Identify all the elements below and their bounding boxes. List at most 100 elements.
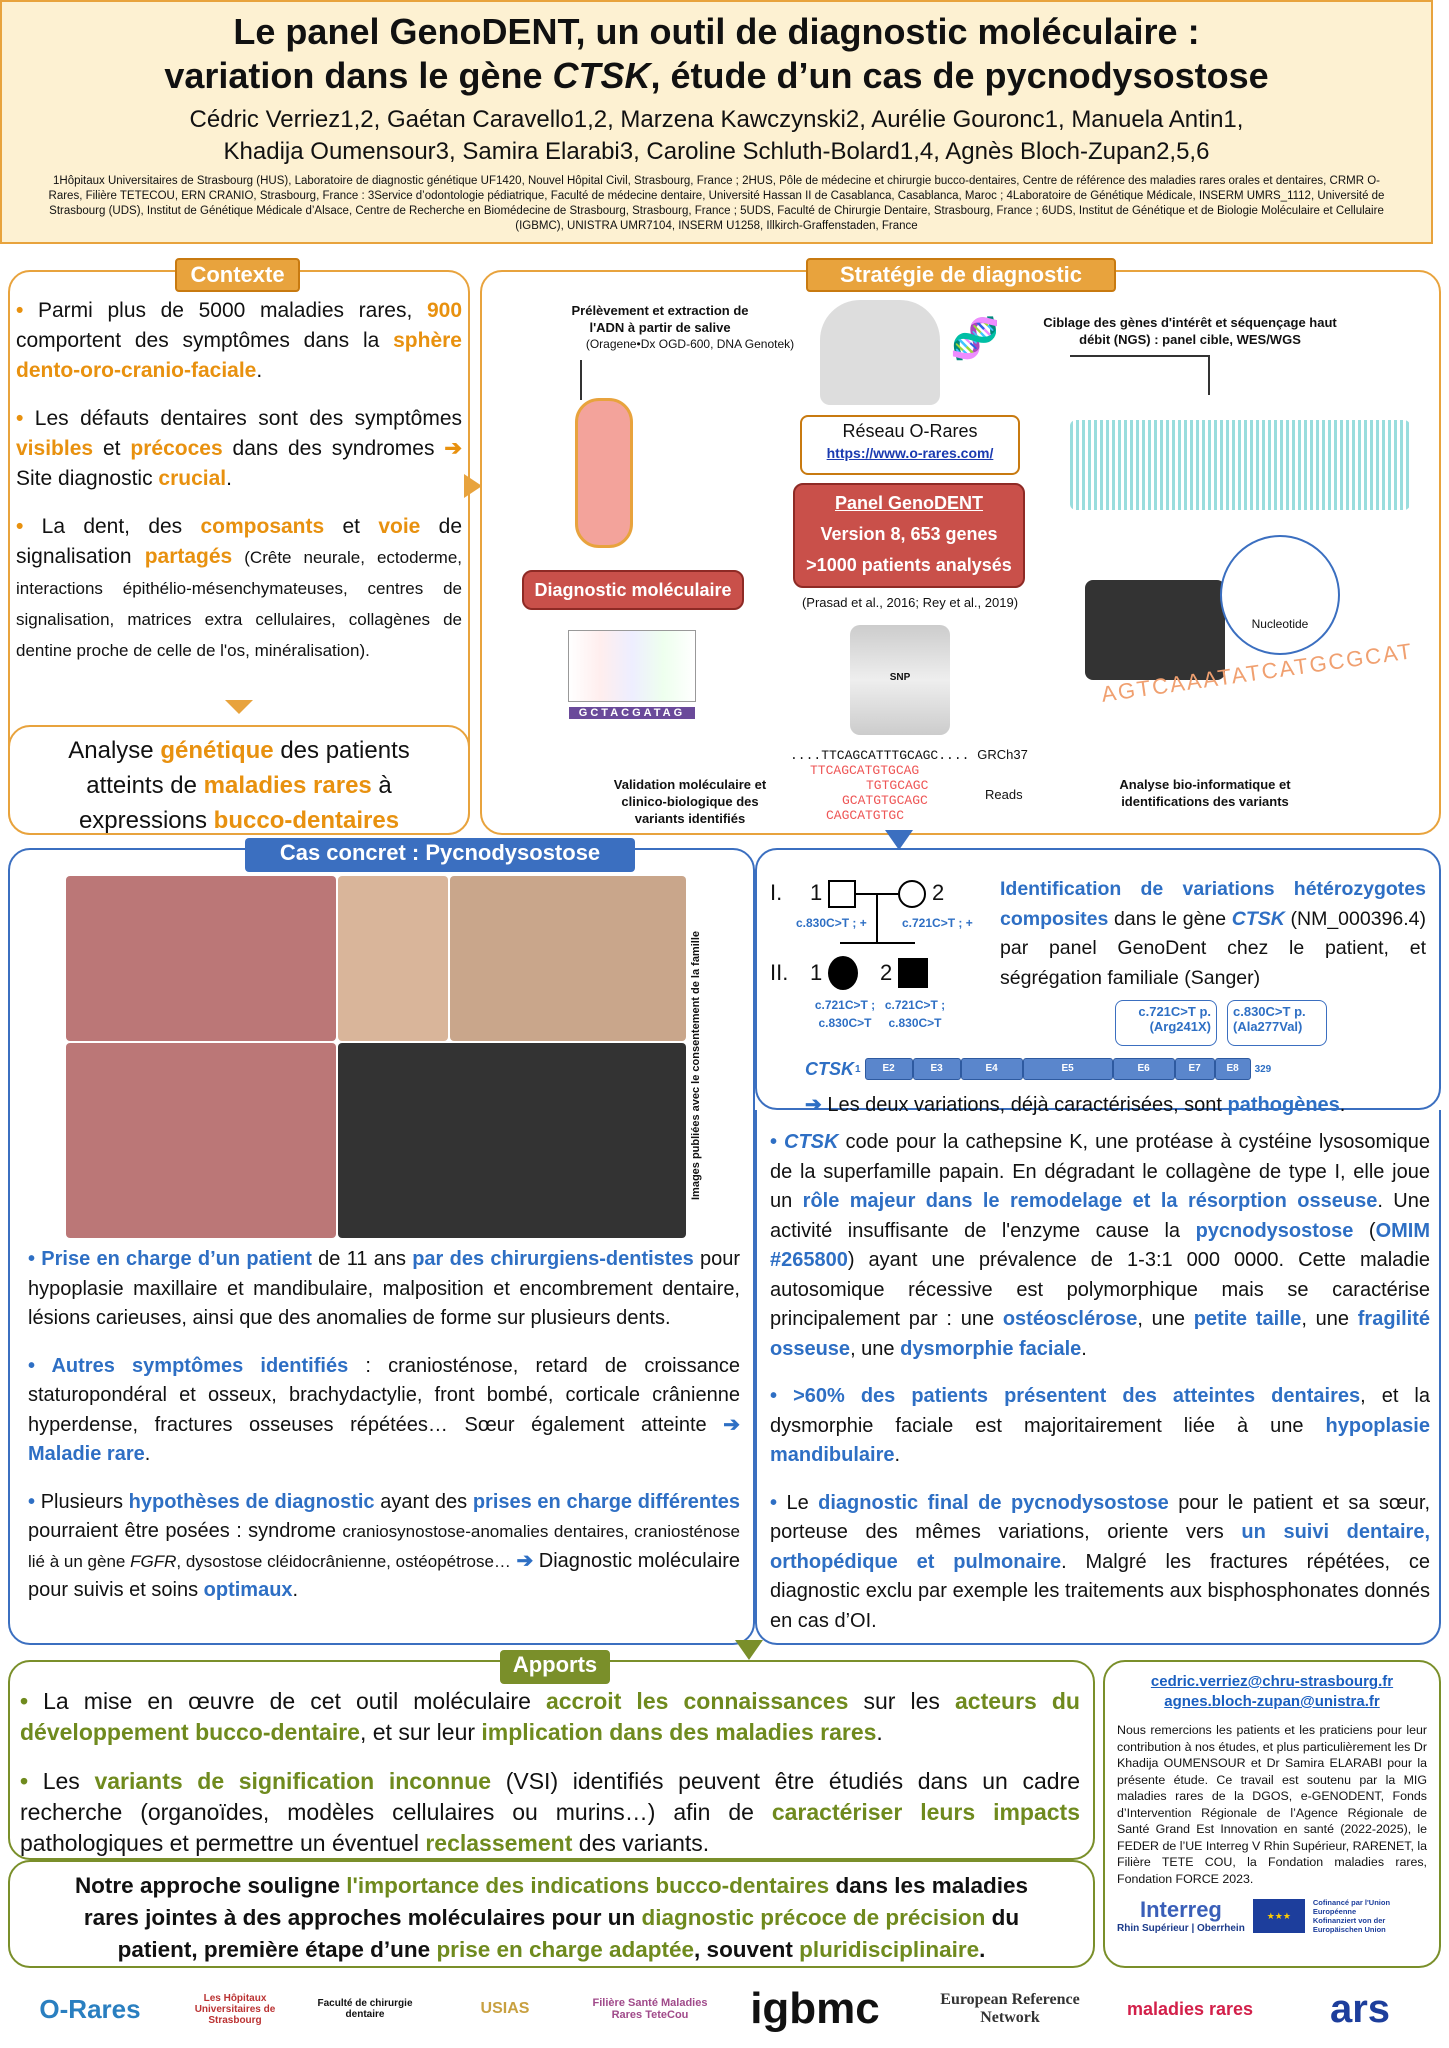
logo-igbmc: igbmc — [750, 1984, 880, 2033]
text-segment: hypoplasie mandibulaire — [770, 1414, 1430, 1467]
exon-e7: E7 — [1174, 1058, 1215, 1080]
paragraph: Notre approche souligne l'importance des… — [50, 1870, 1053, 1966]
gene-label: CTSK — [805, 1058, 854, 1079]
text-segment: fragilité osseuse — [770, 1308, 1431, 1360]
text-segment: . — [894, 1444, 901, 1466]
text-segment: : craniosténose, retard de croissance st… — [28, 1354, 740, 1436]
female-affected-icon — [828, 956, 858, 990]
text-segment: acteurs du développement bucco-dentaire — [20, 1688, 1080, 1745]
text-segment: accroit les connaissances — [545, 1688, 849, 1714]
text-segment: pathologiques et permettre un éventuel — [20, 1830, 426, 1856]
text-segment: ➔ — [510, 1549, 534, 1572]
generation-label: II. — [770, 960, 789, 985]
text-segment: pourraient être posées : syndrome — [28, 1520, 343, 1542]
paragraph: • Les variants de signification inconnue… — [20, 1766, 1080, 1859]
paragraph: • Prise en charge d’un patient de 11 ans… — [28, 1245, 740, 1334]
text-segment: (VSI) identifiés peuvent être étudiés da… — [20, 1768, 1080, 1825]
text-segment: diagnostic précoce de précision — [641, 1905, 986, 1930]
text-segment: Les défauts dentaires sont des symptômes — [34, 407, 463, 430]
text-segment: des variants. — [572, 1830, 710, 1856]
text-segment: implication dans des maladies rares — [481, 1719, 877, 1745]
text-segment: sur les — [848, 1688, 955, 1714]
text-segment: ayant des — [374, 1490, 473, 1513]
text-segment: . — [876, 1719, 883, 1745]
text-segment: crucial — [158, 467, 227, 490]
reads-label: Reads — [985, 787, 1023, 802]
logo-maladies-rares: maladies rares — [1126, 1998, 1254, 2019]
text-segment: partagés — [144, 545, 233, 568]
panel-title: Panel GenoDENT — [834, 493, 984, 513]
patient-face-photo — [338, 876, 448, 1041]
text-segment: . — [979, 1937, 986, 1962]
text-segment: , dysostose cléidocrânienne, ostéopétros… — [176, 1551, 511, 1571]
text-segment: par des chirurgiens-dentistes — [412, 1248, 694, 1270]
text-segment: dans le gène — [1108, 907, 1232, 930]
paragraph: • Parmi plus de 5000 maladies rares, 900… — [16, 296, 462, 386]
discussion-text: • CTSK code pour la cathepsine K, une pr… — [770, 1128, 1430, 1654]
text-segment: code pour la cathepsine K, une protéase … — [770, 1131, 1430, 1212]
title-gene: CTSK — [552, 55, 651, 96]
text-segment: pour hypoplasie maxillaire et mandibulai… — [28, 1248, 740, 1329]
text-segment: . — [292, 1579, 299, 1601]
snp-label: SNP — [889, 672, 911, 683]
text-segment: variants de signification inconnue — [94, 1768, 492, 1794]
text-segment: petite taille — [1193, 1308, 1302, 1330]
authors-line: Khadija Oumensour3, Samira Elarabi3, Car… — [223, 138, 1210, 165]
paragraph: ➔ Les deux variations, déjà caractérisée… — [805, 1090, 1425, 1120]
saliva-sampling-illustration — [820, 300, 940, 405]
panel-patients: >1000 patients analysés — [806, 555, 1012, 575]
bullet-icon: • — [20, 1688, 44, 1714]
text-segment: Notre approche souligne — [74, 1873, 347, 1898]
read: GCATGTGCAGC — [842, 793, 928, 808]
logo-ern: European Reference Network — [940, 1991, 1080, 2026]
email-link-2[interactable]: agnes.bloch-zupan@unistra.fr — [1164, 1693, 1380, 1710]
bullet-icon: • — [770, 1385, 794, 1407]
paragraph: • La mise en œuvre de cet outil molécula… — [20, 1686, 1080, 1748]
paragraph: • Le diagnostic final de pycnodysostose … — [770, 1489, 1430, 1637]
text-segment: . — [144, 1443, 151, 1465]
text-segment: sphère dento-oro-cranio-faciale — [16, 329, 462, 382]
text-segment: Parmi plus de 5000 maladies rares, — [38, 299, 427, 322]
genotype: c.721C>T ; c.830C>T — [814, 998, 876, 1030]
cas-text: • Prise en charge d’un patient de 11 ans… — [28, 1245, 740, 1624]
interreg-text: Interreg — [1139, 1897, 1222, 1922]
exon-e8: E8 — [1214, 1058, 1251, 1080]
text-segment: La mise en œuvre de cet outil moléculair… — [43, 1688, 546, 1714]
text-segment: , et la dysmorphie faciale est majoritai… — [770, 1385, 1430, 1437]
bullet-icon: • — [770, 1491, 787, 1514]
flow-arrow — [1070, 355, 1210, 357]
text-segment: CTSK — [1231, 907, 1285, 930]
text-segment: Plusieurs — [40, 1490, 129, 1513]
bullet-icon: • — [28, 1248, 42, 1270]
sanger-bases: GCTACGATAG — [569, 707, 695, 719]
text-segment: La dent, des — [41, 515, 201, 538]
text-segment: Les — [42, 1768, 95, 1794]
reseau-link[interactable]: https://www.o-rares.com/ — [826, 445, 994, 461]
bullet-icon: • — [16, 407, 35, 430]
text-segment: ➔ — [805, 1094, 822, 1116]
eu-cofunding-text: Cofinancé par l'Union Européenne Kofinan… — [1312, 1897, 1391, 1934]
interreg-subtext: Rhin Supérieur | Oberrhein — [1117, 1923, 1245, 1934]
text-segment: . Malgré les fractures répétées, ce diag… — [770, 1550, 1430, 1632]
sanger-chromatogram: GCTACGATAG — [568, 630, 696, 719]
apports-text: • La mise en œuvre de cet outil molécula… — [20, 1686, 1080, 1877]
text-segment: pour le patient et sa sœur, porteuse des… — [770, 1491, 1430, 1544]
individual-number: 2 — [932, 880, 945, 905]
pathogenic-conclusion: ➔ Les deux variations, déjà caractérisée… — [805, 1090, 1425, 1138]
text-segment: des patients atteints de — [86, 737, 410, 799]
male-unaffected-icon — [828, 880, 856, 908]
individual-number: 1 — [810, 960, 823, 985]
text-segment: dans des syndromes — [222, 437, 445, 460]
chromatogram-magnifier: Nucleotide — [1220, 535, 1340, 655]
bullet-icon: • — [28, 1490, 41, 1513]
text-segment: , et sur leur — [359, 1719, 482, 1745]
read: TGTGCAGC — [866, 778, 929, 793]
flow-arrow — [1208, 355, 1210, 395]
email-link-1[interactable]: cedric.verriez@chru-strasbourg.fr — [1150, 1673, 1394, 1690]
text-segment: , souvent — [694, 1937, 800, 1962]
text-segment: Site diagnostic — [16, 467, 159, 490]
step-prelevement-kit: (Oragene•Dx OGD-600, DNA Genotek) — [585, 337, 795, 351]
